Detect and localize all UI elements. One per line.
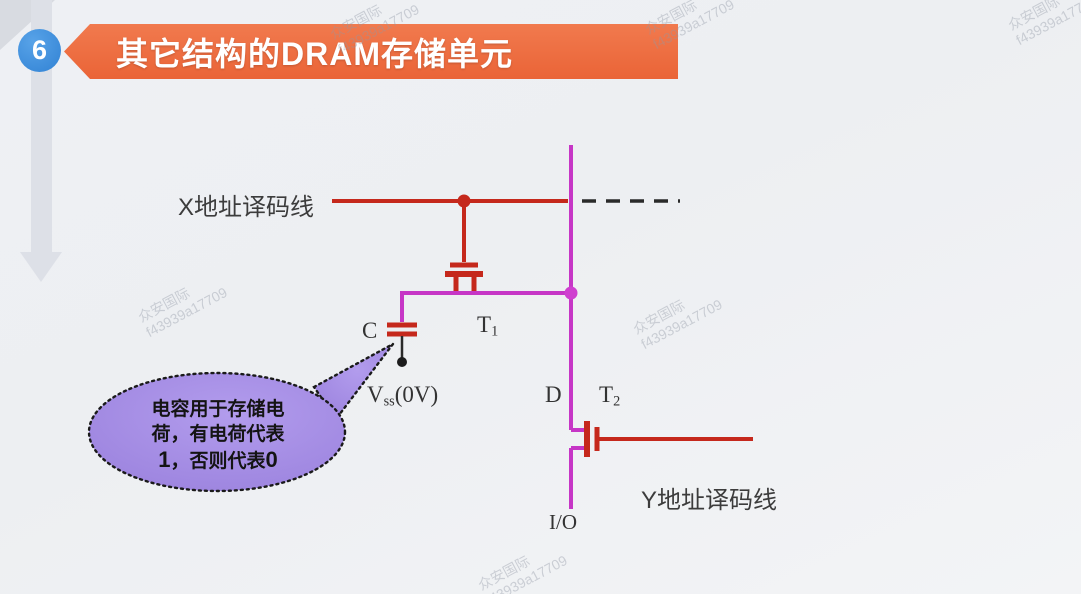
- callout-line-3: 1，否则代表0: [118, 447, 318, 474]
- bit-line: [564, 145, 586, 509]
- callout-ellipse: [87, 371, 347, 493]
- t2-label: T2: [599, 382, 620, 411]
- slide-title: 其它结构的DRAM存储单元: [116, 35, 513, 72]
- callout-digit-one: 1: [158, 447, 171, 472]
- watermark-line2: f43939a17709: [1013, 0, 1081, 49]
- io-label: I/O: [549, 510, 577, 534]
- vss-label-base: V: [367, 382, 384, 407]
- watermark-line1: 众安国际: [630, 296, 688, 338]
- x-decode-line-label: X地址译码线: [178, 194, 315, 221]
- vss-label-suffix: (0V): [394, 382, 439, 407]
- transistor-t2: [584, 421, 600, 457]
- t2-label-base: T: [599, 382, 614, 407]
- bit-line-junction-dot: [564, 286, 578, 300]
- t1-label-subscript: 1: [491, 323, 499, 340]
- y-decode-line-label: Y地址译码线: [641, 487, 778, 514]
- node-d-label: D: [545, 382, 562, 407]
- watermark-line1: 众安国际: [475, 552, 533, 594]
- watermark-line1: 众安国际: [1005, 0, 1063, 34]
- capacitor-label: C: [362, 318, 378, 343]
- timeline-arrow-head-icon: [20, 252, 62, 282]
- callout-bubble: [87, 342, 394, 493]
- watermark-line2: f43939a17709: [483, 551, 570, 594]
- vss-label: Vss(0V): [367, 382, 438, 411]
- t2-label-subscript: 2: [613, 393, 621, 410]
- x-decode-line: [332, 194, 568, 208]
- callout-line-2: 荷，有电荷代表: [151, 424, 285, 445]
- section-number-badge: 6: [18, 29, 61, 72]
- callout-line-1: 电容用于存储电: [151, 399, 285, 420]
- watermark: 众安国际 f43939a17709: [135, 269, 230, 341]
- t1-label: T1: [477, 312, 498, 341]
- section-number: 6: [31, 35, 48, 65]
- transistor-t1: [445, 199, 483, 292]
- watermark-line1: 众安国际: [135, 284, 193, 326]
- x-junction-dot: [457, 194, 471, 208]
- title-banner: 其它结构的DRAM存储单元: [64, 24, 678, 79]
- watermark-line2: f43939a17709: [638, 295, 725, 353]
- t1-label-base: T: [477, 312, 492, 337]
- callout-digit-zero: 0: [265, 447, 278, 472]
- vss-label-subscript: ss: [383, 393, 395, 410]
- watermark: 众安国际 f43939a17709: [475, 537, 570, 594]
- callout-line-3-mid: ，否则代表: [170, 451, 266, 472]
- callout-text: 电容用于存储电 荷，有电荷代表 1，否则代表0: [118, 397, 318, 474]
- watermark: 众安国际 f43939a17709: [1005, 0, 1081, 49]
- watermark: 众安国际 f43939a17709: [630, 281, 725, 353]
